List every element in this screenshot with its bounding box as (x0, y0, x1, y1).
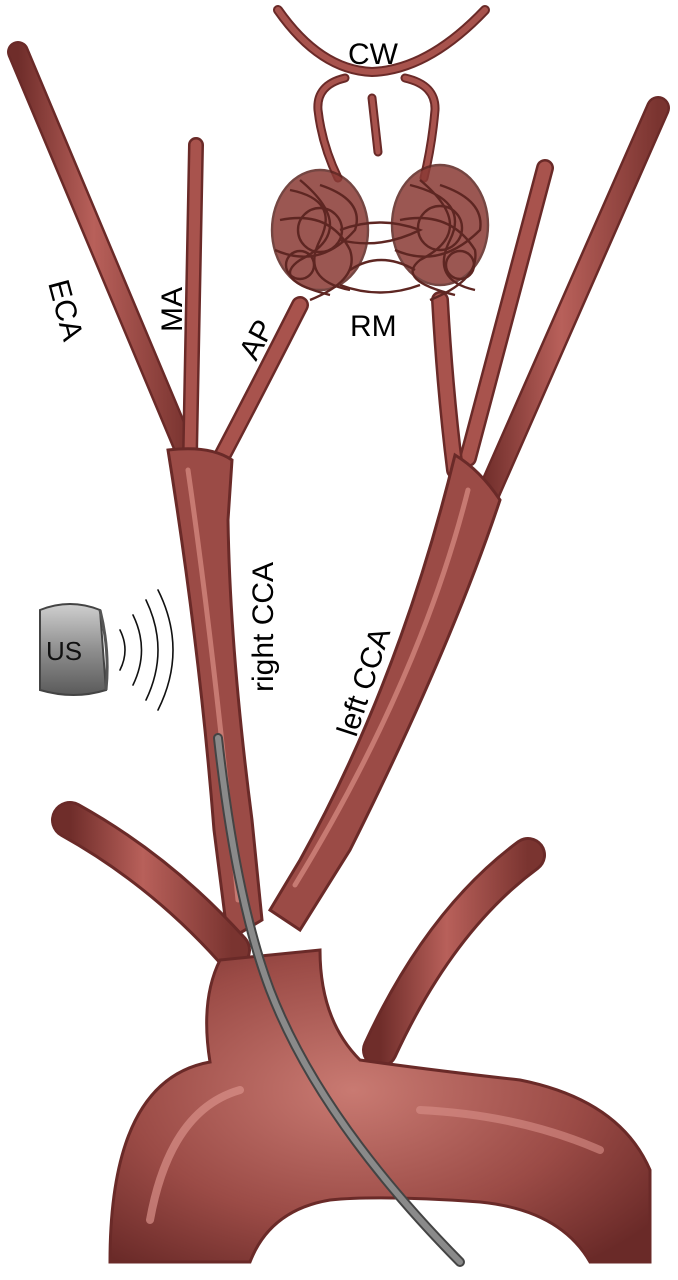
cw-label: CW (348, 38, 399, 71)
right-cca-label: right CCA (247, 562, 280, 692)
ultrasound-probe-icon: US (39, 603, 109, 696)
aortic-arch (108, 948, 652, 1264)
right-external-branches (7, 41, 309, 469)
sound-waves-icon (119, 589, 174, 711)
circle-of-willis-vessels (273, 5, 490, 183)
catheter (213, 733, 465, 1267)
subclavian-branches (51, 801, 546, 1068)
rete-mirabile-mesh (270, 163, 490, 302)
rm-label: RM (350, 310, 397, 343)
common-carotid-arteries (166, 447, 502, 943)
left-external-branches (431, 96, 670, 520)
ma-label: MA (156, 287, 189, 332)
eca-label: ECA (41, 276, 89, 344)
left-cca-vessel (267, 452, 502, 933)
us-label: US (46, 636, 82, 666)
